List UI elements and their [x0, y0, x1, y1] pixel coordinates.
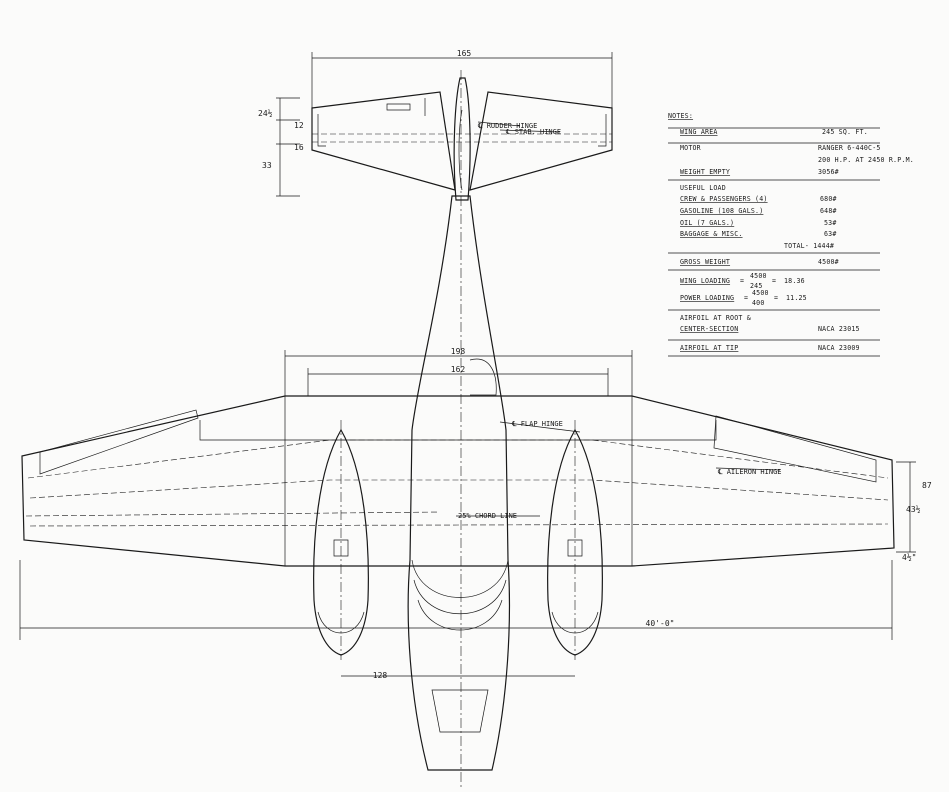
- left-nacelle: [313, 420, 369, 660]
- note-baggage-label: BAGGAGE & MISC.: [680, 230, 743, 238]
- fuselage: [407, 70, 511, 790]
- wing: [21, 395, 895, 567]
- dimension-labels: 165 198 162 40'-0" 128 87 43½ 4½" 24½ 12…: [258, 49, 932, 680]
- dim-tip-half: 43½: [906, 504, 921, 514]
- vertical-fin: [453, 77, 471, 201]
- note-airfoil-tip-value: NACA 23009: [818, 344, 860, 352]
- wing-loading-numerator: 4500: [750, 272, 767, 280]
- power-loading-denominator: 400: [752, 299, 765, 307]
- power-loading-numerator: 4500: [752, 289, 769, 297]
- svg-text:=: =: [744, 294, 748, 302]
- dim-wing-198: 198: [451, 347, 466, 356]
- dim-span: 40'-0": [646, 619, 675, 628]
- note-gross-label: GROSS WEIGHT: [680, 258, 730, 266]
- note-wing-loading-label: WING LOADING: [680, 277, 730, 285]
- notes-heading: NOTES:: [668, 112, 693, 120]
- note-crew-value: 680#: [820, 195, 837, 203]
- note-baggage-value: 63#: [824, 230, 837, 238]
- callout-aileron-hinge: ℄ AILERON HINGE: [717, 468, 782, 476]
- callout-chord-line: 25% CHORD LINE: [458, 512, 517, 520]
- callout-rudder-hinge: ℄ RUDDER HINGE: [477, 122, 537, 130]
- note-crew-label: CREW & PASSENGERS (4): [680, 195, 768, 203]
- note-wing-loading-value: 18.36: [784, 277, 805, 285]
- callout-stab-hinge: ℄ STAB. HINGE: [505, 128, 561, 136]
- note-oil-value: 53#: [824, 219, 837, 227]
- dim-wing-162: 162: [451, 365, 466, 374]
- note-wing-area-value: 245 SQ. FT.: [822, 128, 868, 136]
- note-motor-label: MOTOR: [680, 144, 701, 152]
- note-gasoline-label: GASOLINE (108 GALS.): [680, 207, 763, 215]
- right-nacelle: [547, 420, 603, 660]
- dimension-lines: [19, 52, 916, 677]
- wing-loading-denominator: 245: [750, 282, 763, 290]
- note-airfoil-tip-label: AIRFOIL AT TIP: [680, 344, 738, 352]
- note-gasoline-value: 648#: [820, 207, 837, 215]
- note-center-section-value: NACA 23015: [818, 325, 860, 333]
- callout-flap-hinge: ℄ FLAP HINGE: [511, 420, 563, 428]
- note-airfoil-root-label: AIRFOIL AT ROOT &: [680, 314, 751, 322]
- note-wing-area-label: WING AREA: [680, 128, 718, 136]
- dim-tail-24: 24½: [258, 108, 273, 118]
- dim-tail-12: 12: [294, 121, 304, 130]
- note-oil-label: OIL (7 GALS.): [680, 219, 734, 227]
- svg-text:=: =: [740, 277, 744, 285]
- note-weight-empty-label: WEIGHT EMPTY: [680, 168, 730, 176]
- svg-text:=: =: [774, 294, 778, 302]
- note-motor-power: 200 H.P. AT 2450 R.P.M.: [818, 156, 914, 164]
- dim-nacelle-spacing: 128: [373, 671, 388, 680]
- notes-table: NOTES: WING AREA 245 SQ. FT. MOTOR RANGE…: [668, 112, 914, 357]
- note-motor-value: RANGER 6-440C-5: [818, 144, 881, 152]
- note-useful-load-label: USEFUL LOAD: [680, 184, 726, 192]
- dim-tip-chord: 87: [922, 481, 932, 490]
- dim-tail-16: 16: [294, 143, 304, 152]
- horizontal-tail: [311, 91, 613, 191]
- note-total: TOTAL- 1444#: [784, 242, 834, 250]
- note-power-loading-label: POWER LOADING: [680, 294, 734, 302]
- note-center-section-label: CENTER-SECTION: [680, 325, 738, 333]
- svg-text:=: =: [772, 277, 776, 285]
- note-weight-empty-value: 3056#: [818, 168, 839, 176]
- note-power-loading-value: 11.25: [786, 294, 807, 302]
- dim-tip-offset: 4½": [902, 552, 916, 562]
- note-gross-value: 4500#: [818, 258, 839, 266]
- dim-tail-span: 165: [457, 49, 472, 58]
- dim-tail-33: 33: [262, 161, 272, 170]
